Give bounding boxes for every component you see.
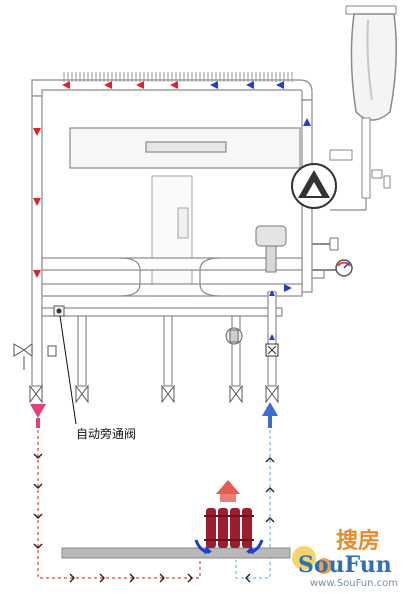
watermark-cn: 搜房 [336, 528, 380, 554]
cold-flow-arrows-top [210, 81, 284, 89]
circulation-pump [291, 149, 353, 209]
heat-exchanger-fins [63, 72, 293, 82]
expansion-pipe [330, 117, 391, 211]
watermark-url: www.SouFun.com [310, 578, 398, 589]
supply-pipe-dashed [37, 430, 201, 579]
supply-outlet-arrow [30, 404, 46, 428]
watermark: 搜房 SouFun www.SouFun.com [292, 528, 398, 589]
return-pipe-dashed [235, 430, 271, 579]
hot-flow-arrows-left [33, 128, 41, 278]
flow-sensor [225, 327, 279, 357]
bypass-valve [53, 305, 65, 317]
diverter-valve [255, 225, 287, 273]
watermark-en: SouFun [298, 552, 392, 578]
hot-flow-arrows-top [62, 81, 178, 89]
pressure-gauge [312, 259, 353, 277]
bypass-callout-line [59, 315, 77, 425]
right-fitting [312, 237, 339, 251]
radiator-flow-arrows [194, 539, 264, 554]
heat-rise-arrow [216, 480, 240, 502]
return-inlet-arrow [262, 402, 278, 428]
radiator [204, 508, 254, 548]
safety-valve [13, 343, 57, 370]
bypass-valve-label: 自动旁通阀 [76, 426, 136, 441]
expansion-tank [345, 5, 397, 121]
floor-slab [61, 547, 291, 559]
isolation-valves [29, 384, 279, 404]
supply-chevrons [33, 453, 193, 583]
